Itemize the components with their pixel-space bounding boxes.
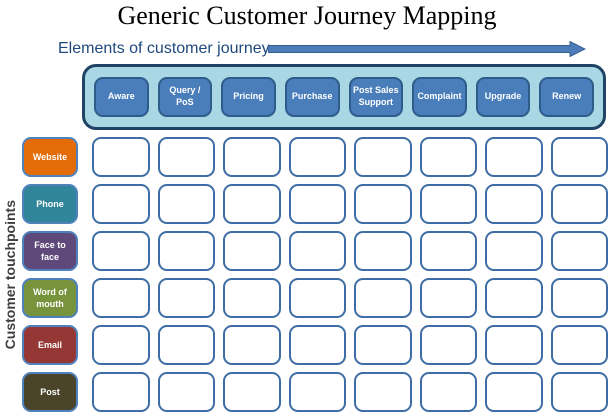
grid-cell <box>157 372 215 412</box>
journey-arrow-icon <box>268 41 586 57</box>
grid-cell <box>157 184 215 224</box>
grid-cell <box>92 184 150 224</box>
stage-query-pos: Query / PoS <box>157 77 213 117</box>
grid-cell <box>288 278 346 318</box>
touchpoint-phone: Phone <box>22 184 78 224</box>
grid-cell <box>157 137 215 177</box>
stage-post-sales-support: Post Sales Support <box>348 77 404 117</box>
grid-cell <box>550 372 608 412</box>
grid-cell <box>354 325 412 365</box>
touchpoint-face-to-face: Face to face <box>22 231 78 271</box>
touchpoint-post: Post <box>22 372 78 412</box>
grid-cell <box>485 184 543 224</box>
grid-cell <box>157 325 215 365</box>
stage-upgrade: Upgrade <box>475 77 531 117</box>
grid-cell <box>354 184 412 224</box>
stage-purchase: Purchase <box>284 77 340 117</box>
grid-cell <box>354 231 412 271</box>
grid-cell <box>223 372 281 412</box>
grid-cell <box>92 137 150 177</box>
grid-cell <box>288 325 346 365</box>
grid-cell <box>288 184 346 224</box>
stage-complaint: Complaint <box>412 77 467 117</box>
journey-stage-band: Aware Query / PoS Pricing Purchase Post … <box>82 64 606 130</box>
grid-cell <box>550 278 608 318</box>
journey-axis-label: Elements of customer journey <box>58 40 270 57</box>
grid-cell <box>288 372 346 412</box>
grid-cell <box>354 372 412 412</box>
grid-cell <box>223 278 281 318</box>
grid-cell <box>550 325 608 365</box>
grid-cell <box>288 137 346 177</box>
grid-cell <box>550 231 608 271</box>
grid-cell <box>550 184 608 224</box>
touchpoint-website: Website <box>22 137 78 177</box>
grid-cell <box>550 137 608 177</box>
grid-cell <box>485 137 543 177</box>
touchpoint-email: Email <box>22 325 78 365</box>
grid-cell <box>223 325 281 365</box>
page-title: Generic Customer Journey Mapping <box>117 1 497 30</box>
grid-cell <box>485 372 543 412</box>
grid-cell <box>485 325 543 365</box>
grid-cell <box>419 372 477 412</box>
grid-cell <box>419 184 477 224</box>
grid-cell <box>223 231 281 271</box>
touchpoint-axis-label: Customer touchpoints <box>2 199 18 350</box>
grid-cell <box>92 231 150 271</box>
grid-cell <box>419 278 477 318</box>
grid-cell <box>92 278 150 318</box>
grid-cell <box>419 137 477 177</box>
grid-cell <box>92 325 150 365</box>
grid-cell <box>157 231 215 271</box>
touchpoint-column: Website Phone Face to face Word of mouth… <box>22 137 78 412</box>
grid-cell <box>157 278 215 318</box>
grid-cell <box>288 231 346 271</box>
grid-cell <box>354 278 412 318</box>
grid-cell <box>223 137 281 177</box>
stage-renew: Renew <box>539 77 594 117</box>
stage-pricing: Pricing <box>221 77 276 117</box>
grid-cell <box>485 278 543 318</box>
grid-cell <box>223 184 281 224</box>
grid-cell <box>419 231 477 271</box>
grid-cell <box>354 137 412 177</box>
touchpoint-word-of-mouth: Word of mouth <box>22 278 78 318</box>
stage-aware: Aware <box>94 77 149 117</box>
grid-cell <box>92 372 150 412</box>
grid-cell <box>485 231 543 271</box>
journey-grid <box>92 137 608 412</box>
grid-cell <box>419 325 477 365</box>
touchpoint-axis: Customer touchpoints <box>0 137 20 412</box>
